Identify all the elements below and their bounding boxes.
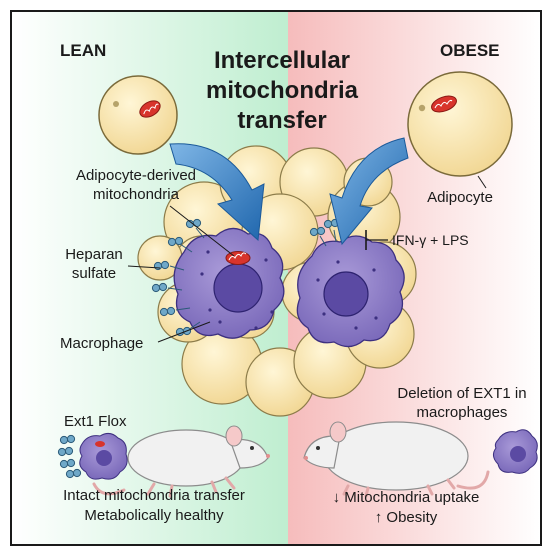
obese-mouse-icon [303, 421, 490, 498]
heparan-pointer [127, 265, 161, 269]
ifn-lps-label: IFN-γ + LPS [392, 232, 469, 248]
title-line-1: Intercellular [214, 47, 350, 74]
heparan-sulfate-chains [309, 218, 340, 247]
small-macrophage-icon [492, 429, 538, 474]
obese-macrophage [296, 218, 405, 348]
obesity-text: ↑ Obesity [375, 509, 438, 526]
mitochondrion-icon [431, 95, 457, 113]
deletion-ext1-line-2: macrophages [417, 404, 508, 421]
small-macrophage-icon [57, 432, 128, 480]
heparan-label-1: Heparan [65, 246, 123, 263]
macrophage-pointer [157, 321, 211, 343]
inhibition-marker [365, 230, 388, 250]
obese-adipocyte [407, 71, 513, 177]
macrophage-nucleus [213, 263, 263, 313]
ext1-flox-label: Ext1 Flox [64, 413, 127, 430]
lean-macrophage [151, 218, 285, 339]
metabolically-healthy-text: Metabolically healthy [84, 507, 224, 524]
mitochondrion-icon [225, 251, 251, 265]
heparan-label-2: sulfate [72, 265, 116, 282]
title-line-2: mitochondria [206, 77, 359, 104]
mito-pointer [169, 205, 235, 257]
heparan-sulfate-chains [151, 218, 205, 337]
macrophage-label: Macrophage [60, 335, 143, 352]
lean-adipocyte [98, 75, 178, 155]
lean-mouse-icon [92, 425, 270, 498]
transfer-arrow-left [169, 143, 265, 242]
adipocyte-mito-label-1: Adipocyte-derived [76, 167, 196, 184]
adipocyte-mito-label-2: mitochondria [93, 186, 180, 203]
deletion-ext1-line-1: Deletion of EXT1 in [397, 385, 526, 402]
graphical-abstract-frame: LEAN OBESE Intercellular mitochondria tr… [10, 10, 542, 546]
obese-label: OBESE [440, 41, 500, 60]
title-line-3: transfer [237, 107, 326, 134]
mitochondrion-icon [139, 100, 161, 118]
mito-uptake-text: ↓ Mitochondria uptake [333, 489, 480, 506]
diagram-canvas: LEAN OBESE Intercellular mitochondria tr… [12, 12, 540, 544]
transfer-arrow-right [329, 137, 409, 246]
lean-label: LEAN [60, 41, 106, 60]
intact-transfer-text: Intact mitochondria transfer [63, 487, 245, 504]
adipocyte-label: Adipocyte [427, 189, 493, 206]
macrophage-nucleus [323, 271, 369, 317]
adipocyte-pointer [477, 175, 487, 189]
